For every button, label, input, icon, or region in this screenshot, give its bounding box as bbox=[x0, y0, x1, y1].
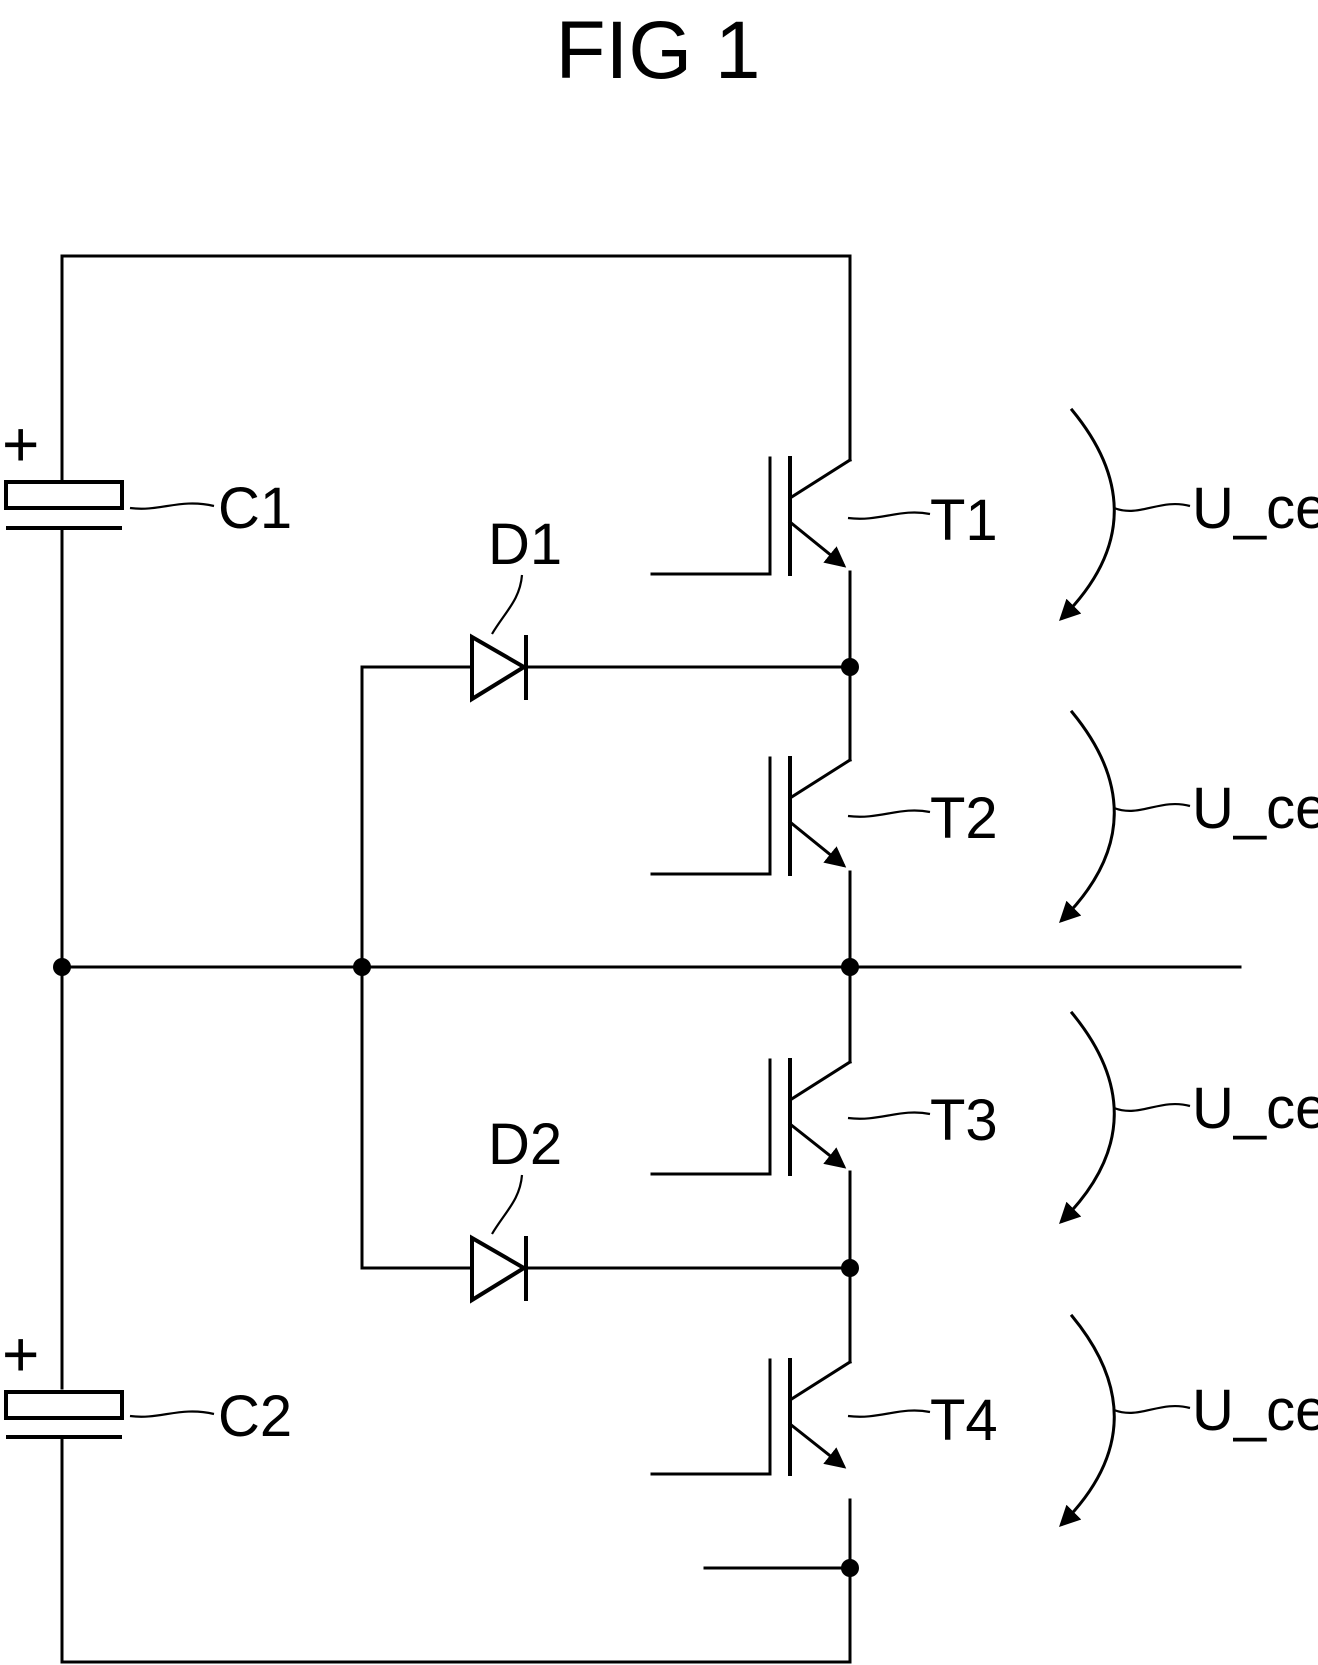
t4-label: T4 bbox=[930, 1388, 998, 1453]
figure-title: FIG 1 bbox=[555, 5, 760, 96]
capacitor-c1: + C1 bbox=[2, 408, 292, 541]
capacitor-c2: + C2 bbox=[2, 1318, 292, 1449]
diode-d2: D2 bbox=[470, 1112, 562, 1304]
t3-label: T3 bbox=[930, 1088, 998, 1153]
uce-label-t1: U_ce bbox=[1192, 476, 1318, 541]
transistor-t1: T1 bbox=[650, 456, 998, 576]
top-rail-wire bbox=[60, 254, 852, 492]
uce-label-t3: U_ce bbox=[1192, 1076, 1318, 1141]
bottom-rail-wire bbox=[60, 1435, 852, 1664]
uce-arrow-t1: U_ce bbox=[1059, 407, 1318, 621]
t1-label: T1 bbox=[930, 488, 998, 553]
c1-polarity-sign: + bbox=[2, 408, 39, 480]
transistor-t3: T3 bbox=[650, 1058, 998, 1176]
c2-label: C2 bbox=[218, 1384, 292, 1449]
diode-d1: D1 bbox=[470, 512, 562, 703]
d1-label: D1 bbox=[488, 512, 562, 577]
t2-label: T2 bbox=[930, 786, 998, 851]
uce-label-t4: U_ce bbox=[1192, 1378, 1318, 1443]
transistor-t4: T4 bbox=[650, 1358, 998, 1476]
junction-dots bbox=[53, 658, 859, 1577]
uce-arrow-t3: U_ce bbox=[1059, 1010, 1318, 1224]
uce-label-t2: U_ce bbox=[1192, 776, 1318, 841]
uce-arrow-t2: U_ce bbox=[1059, 709, 1318, 923]
c2-polarity-sign: + bbox=[2, 1318, 39, 1390]
transistor-t2: T2 bbox=[650, 756, 998, 876]
uce-arrow-t4: U_ce bbox=[1059, 1313, 1318, 1527]
d2-label: D2 bbox=[488, 1112, 562, 1177]
c1-label: C1 bbox=[218, 476, 292, 541]
